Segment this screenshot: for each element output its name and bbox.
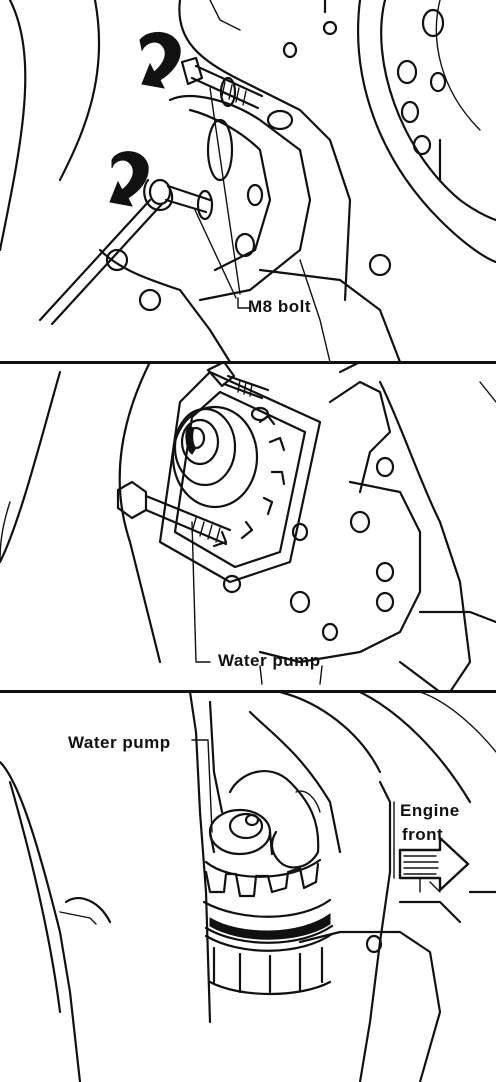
water-pump-removal-illustration [0,362,496,692]
water-pump-label-installed: Water pump [68,733,171,752]
lower-pump-bolt [116,480,232,546]
water-pump-label: Water pump [218,651,321,670]
water-pump-installed-illustration [0,692,496,1082]
wrench [38,178,174,326]
leader-line-pump [191,521,211,663]
leader-line-pump-installed [191,739,213,833]
leader-line-upper [209,87,241,295]
m8-bolt-label: M8 bolt [248,297,311,316]
panel-bolt-removal: M8 bolt [0,0,496,362]
panel-water-pump-removal: Water pump [0,362,496,692]
lower-bolt [148,178,214,221]
engine-front-label-line1: Engine [400,801,460,820]
panel-divider [0,361,496,364]
rotation-arrow-upper-icon [139,32,181,89]
engine-front-arrow-icon [398,836,470,892]
bolt-removal-illustration [0,0,496,362]
engine-front-label-line2: front [402,825,444,844]
water-pump [158,370,322,594]
panel-divider [0,690,496,693]
panel-water-pump-installed: Water pump Engine front [0,692,496,1082]
upper-pump-bolt [206,362,270,400]
upper-bolt [180,56,264,110]
leader-line-lower [194,209,237,299]
rotation-arrow-lower-icon [109,151,149,207]
water-pump-installed [202,808,334,996]
